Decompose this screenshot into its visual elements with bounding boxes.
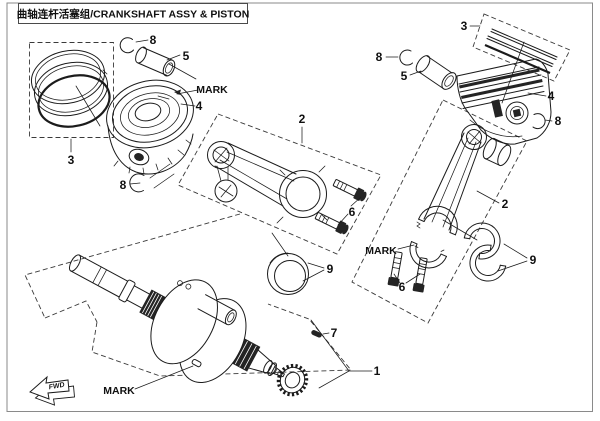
callout-rod-left: 2 bbox=[299, 112, 306, 126]
callout-bearings-right: 9 bbox=[530, 253, 537, 267]
callout-crankshaft-mark: MARK bbox=[103, 385, 135, 397]
crank-washer bbox=[263, 359, 277, 377]
callout-bolts-left: 6 bbox=[349, 205, 356, 219]
callout-circlip-left-bottom: 8 bbox=[120, 178, 127, 192]
circlip-right-top bbox=[399, 49, 413, 66]
callout-piston-left-mark: MARK bbox=[196, 84, 228, 96]
piston-pin-left bbox=[135, 46, 176, 77]
small-end-bushing bbox=[482, 137, 512, 167]
rod-bolts-right bbox=[387, 251, 428, 293]
callout-circlip-right-top: 8 bbox=[376, 50, 383, 64]
piston-left bbox=[106, 79, 194, 175]
crankshaft bbox=[68, 254, 309, 397]
circlip-left-top bbox=[119, 37, 134, 54]
rod-bolts-left bbox=[314, 179, 367, 235]
leader-lines bbox=[70, 25, 553, 390]
callout-bolts-right: 6 bbox=[399, 280, 406, 294]
callout-crankshaft: 1 bbox=[374, 364, 381, 378]
piston-rings-left bbox=[30, 49, 111, 128]
crank-mark-stamp bbox=[191, 358, 202, 368]
circlip-left-bottom bbox=[129, 173, 145, 193]
connecting-rod-left bbox=[207, 141, 328, 224]
rings-box-right bbox=[472, 13, 571, 82]
crankshaft-box bbox=[24, 213, 352, 377]
callout-piston-pin-left: 5 bbox=[183, 49, 190, 63]
callout-circlip-right-side: 8 bbox=[555, 114, 562, 128]
connecting-rod-right bbox=[409, 124, 512, 269]
callout-circlip-left-top: 8 bbox=[150, 33, 157, 47]
circlip-right-side bbox=[532, 113, 546, 130]
rod-cap-right bbox=[409, 241, 447, 269]
callout-piston-pin-right: 5 bbox=[401, 69, 408, 83]
callout-piston-left: 4 bbox=[196, 99, 203, 113]
callout-key: 7 bbox=[331, 326, 338, 340]
rod-box-left bbox=[177, 113, 382, 255]
rings-box-left bbox=[29, 42, 114, 138]
rod-box-right bbox=[351, 99, 528, 324]
crank-web-left bbox=[150, 279, 218, 365]
fwd-arrow: FWD bbox=[29, 375, 75, 406]
rod-bearings-right bbox=[463, 222, 507, 282]
callout-rings-right: 3 bbox=[461, 19, 468, 33]
timing-gear bbox=[276, 363, 309, 397]
callout-bearing-left: 9 bbox=[327, 262, 334, 276]
crank-pin bbox=[197, 294, 237, 326]
woodruff-key bbox=[311, 330, 322, 338]
callout-piston-right: 4 bbox=[548, 89, 555, 103]
callout-rod-cap-mark: MARK bbox=[365, 245, 397, 257]
diagram-title: 曲轴连杆活塞组/CRANKSHAFT ASSY & PISTON bbox=[17, 8, 250, 21]
rod-bearing-left bbox=[267, 252, 309, 295]
callout-labels: 8 5 MARK 4 3 8 2 6 9 3 8 5 4 8 2 MARK 6 … bbox=[68, 19, 562, 397]
callout-rod-right: 2 bbox=[502, 197, 509, 211]
spline-band-left bbox=[139, 289, 166, 320]
small-end-detail-circle bbox=[214, 179, 238, 203]
fwd-label: FWD bbox=[48, 382, 65, 392]
callout-rings-left: 3 bbox=[68, 153, 75, 167]
piston-right bbox=[456, 58, 552, 145]
dashed-group-boxes bbox=[24, 13, 571, 377]
title-box bbox=[18, 3, 248, 24]
page-border bbox=[6, 2, 593, 412]
piston-pin-right bbox=[415, 55, 457, 90]
